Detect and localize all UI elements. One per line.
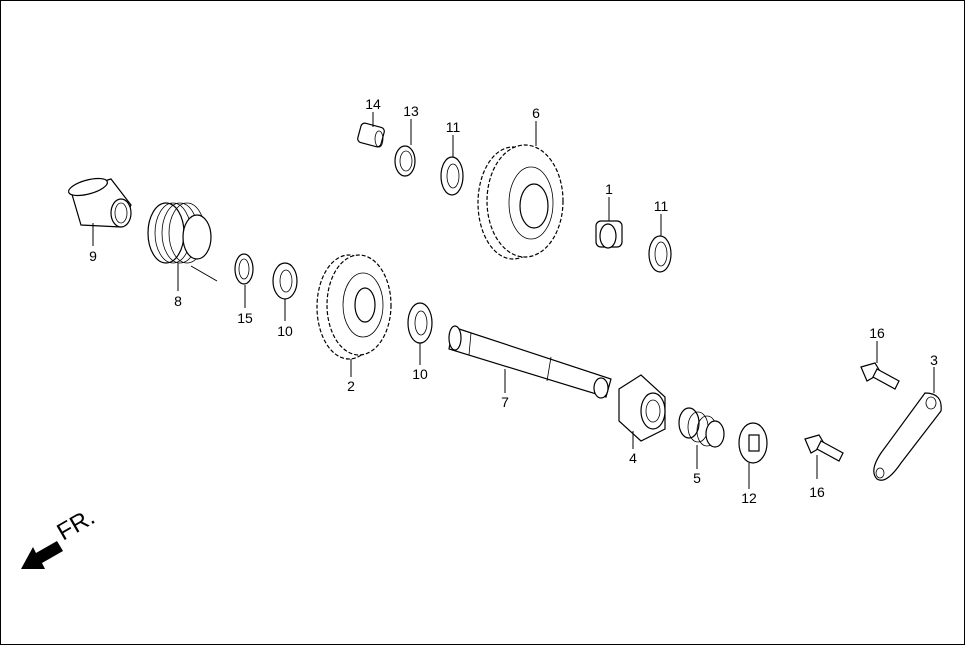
callout-14: 14 bbox=[365, 96, 381, 112]
callout-11-upper: 11 bbox=[446, 119, 461, 135]
part-7-shaft bbox=[448, 325, 612, 399]
callout-5: 5 bbox=[693, 470, 701, 486]
callout-8: 8 bbox=[174, 293, 182, 309]
callout-3: 3 bbox=[930, 352, 938, 368]
part-1-collar bbox=[595, 220, 623, 249]
callout-4: 4 bbox=[629, 450, 637, 466]
callout-9: 9 bbox=[89, 248, 97, 264]
front-direction-label: FR. bbox=[53, 503, 100, 546]
part-16-bolt-upper bbox=[860, 362, 900, 390]
part-9-sleeve bbox=[67, 177, 132, 228]
part-3-lever bbox=[873, 392, 942, 481]
part-11-washer-upper bbox=[440, 156, 464, 196]
callout-10-right: 10 bbox=[412, 366, 428, 382]
front-direction-arrow-icon bbox=[21, 541, 63, 569]
callout-13: 13 bbox=[403, 103, 419, 119]
callout-2: 2 bbox=[347, 378, 355, 394]
part-4-ratchet bbox=[618, 374, 666, 442]
callout-16-lower: 16 bbox=[809, 484, 825, 500]
callout-12: 12 bbox=[741, 490, 757, 506]
part-2-gear bbox=[316, 254, 392, 360]
callout-15: 15 bbox=[237, 310, 253, 326]
part-12-washer bbox=[738, 422, 768, 464]
callout-16-upper: 16 bbox=[869, 325, 885, 341]
part-11-washer-right bbox=[648, 235, 672, 273]
callout-7: 7 bbox=[501, 394, 509, 410]
part-16-bolt-lower bbox=[804, 434, 844, 462]
callout-11-right: 11 bbox=[654, 198, 669, 214]
part-10-washer-left bbox=[272, 262, 298, 300]
part-14-needle-bearing bbox=[357, 122, 385, 148]
part-15-circlip bbox=[234, 253, 254, 285]
callout-6: 6 bbox=[532, 105, 540, 121]
part-5-spring bbox=[678, 407, 725, 448]
part-10-washer-right bbox=[407, 302, 433, 344]
callout-1: 1 bbox=[605, 181, 613, 197]
part-13-snap-ring bbox=[394, 145, 416, 177]
part-6-large-gear bbox=[477, 144, 564, 260]
part-8-spring bbox=[147, 202, 218, 282]
callout-10-left: 10 bbox=[277, 323, 293, 339]
